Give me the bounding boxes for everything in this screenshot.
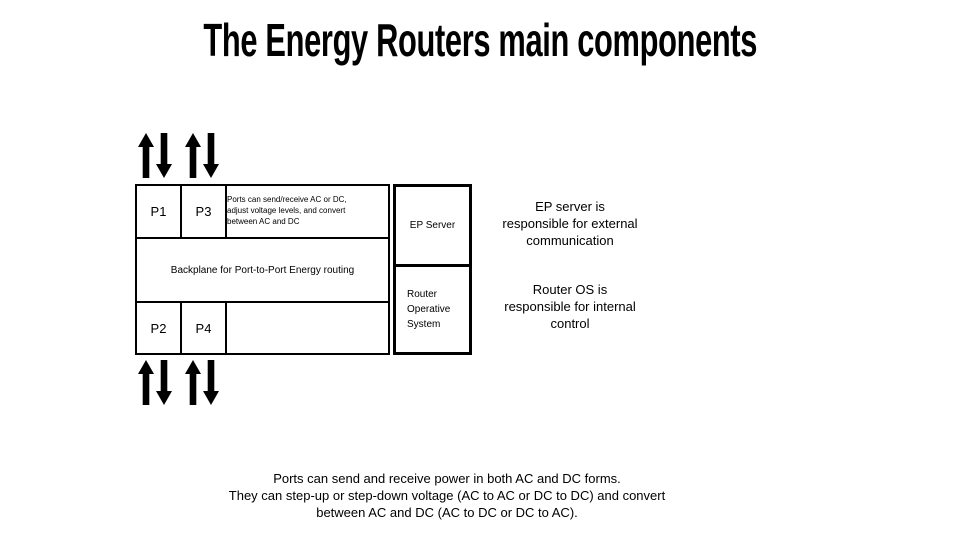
ports-note-line: Ports can send/receive AC or DC, [227,195,347,205]
up-down-arrows-icon [138,360,172,405]
port-p4-cell: P4 [180,301,227,355]
energy-router-diagram: P1 P3 Ports can send/receive AC or DC, a… [135,184,390,355]
up-down-arrows-icon [185,133,219,178]
ports-footer-note: Ports can send and receive power in both… [0,470,894,521]
empty-port-cell [225,301,390,355]
page-title-text: The Energy Routers main components [203,14,757,66]
ports-note-line: between AC and DC [227,216,300,226]
port-p2-cell: P2 [135,301,182,355]
router-os-note-line: Router OS is [532,282,608,297]
up-down-arrows-icon [138,133,172,178]
ports-footer-line: They can step-up or step-down voltage (A… [228,488,666,503]
port-p1-cell: P1 [135,184,182,239]
router-os-label: Router Operative System [407,289,451,330]
ep-server-note-line: responsible for external [502,216,638,231]
up-down-arrows-icon [185,360,219,405]
page-title: The Energy Routers main components [0,16,960,64]
port-p3-cell: P3 [180,184,227,239]
ep-server-note-line: EP server is [535,199,605,214]
ports-footer-line: between AC and DC (AC to DC or DC to AC)… [316,505,578,520]
ep-server-note: EP server is responsible for external co… [460,198,680,249]
router-os-note: Router OS is responsible for internal co… [460,281,680,332]
ep-server-label: EP Server [409,220,456,231]
ep-server-note-line: communication [526,233,614,248]
ep-server-cell: EP Server [396,187,469,267]
ports-footer-line: Ports can send and receive power in both… [273,471,621,486]
router-os-note-line: responsible for internal [504,299,636,314]
ports-note-cell: Ports can send/receive AC or DC, adjust … [225,184,390,239]
router-os-note-line: control [550,316,590,331]
backplane-cell: Backplane for Port-to-Port Energy routin… [135,237,390,303]
router-os-cell: Router Operative System [396,267,469,352]
ports-note-line: adjust voltage levels, and convert [227,206,346,216]
control-stack-box: EP Server Router Operative System [393,184,472,355]
